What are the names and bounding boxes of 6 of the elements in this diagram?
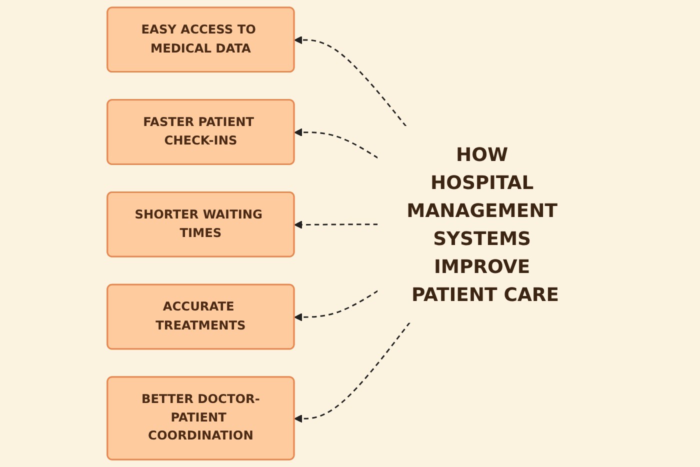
arrow (294, 128, 378, 159)
node-text: HOW HOSPITAL MANAGEMENT SYSTEMS IMPROVE PATIENT CARE (406, 143, 560, 306)
arrow (294, 290, 378, 322)
arrow (294, 36, 407, 127)
arrow (294, 220, 378, 229)
arrow (294, 322, 410, 423)
